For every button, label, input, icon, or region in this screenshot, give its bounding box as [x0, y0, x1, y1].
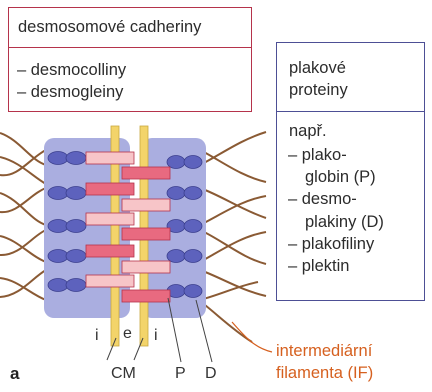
- oval-right: [184, 220, 202, 233]
- filament-right: [200, 188, 266, 218]
- oval-left: [66, 187, 86, 200]
- filament-right: [200, 150, 266, 182]
- cadherin-bar: [122, 199, 170, 211]
- label-if-line1: intermediární: [276, 342, 372, 361]
- label-cm: CM: [111, 365, 136, 383]
- oval-left: [48, 250, 68, 263]
- label-d: D: [205, 365, 217, 383]
- cadherin-bar: [86, 245, 134, 257]
- cadherin-bar: [122, 261, 170, 273]
- label-if-line2: filamenta (IF): [276, 364, 373, 383]
- filament-right: [200, 232, 266, 262]
- filament-left: [0, 270, 46, 297]
- cadherin-bar: [86, 213, 134, 225]
- cadherin-bar: [86, 183, 134, 195]
- oval-left: [66, 250, 86, 263]
- label-p: P: [175, 365, 186, 383]
- filament-right: [200, 132, 266, 165]
- filament-left: [0, 236, 46, 262]
- oval-left: [48, 220, 68, 233]
- oval-left: [48, 187, 68, 200]
- oval-right: [167, 187, 185, 200]
- label-i-left: i: [95, 327, 99, 345]
- filament-left: [0, 230, 46, 255]
- oval-left: [48, 279, 68, 292]
- oval-right: [184, 187, 202, 200]
- cadherin-bar: [86, 152, 134, 164]
- filament-left: [0, 193, 46, 225]
- cadherin-bar: [122, 228, 170, 240]
- panel-label: a: [10, 364, 19, 384]
- oval-left: [66, 220, 86, 233]
- oval-left: [66, 279, 86, 292]
- oval-right: [184, 156, 202, 169]
- label-i-right: i: [154, 327, 158, 345]
- cadherin-bar: [86, 275, 134, 287]
- oval-left: [66, 152, 86, 165]
- leader-cm-right: [134, 338, 143, 360]
- oval-left: [48, 152, 68, 165]
- oval-right: [167, 250, 185, 263]
- oval-right: [167, 156, 185, 169]
- oval-right: [184, 285, 202, 298]
- label-e: e: [123, 325, 132, 343]
- oval-right: [184, 250, 202, 263]
- cadherin-bar: [122, 167, 170, 179]
- leader-if: [232, 322, 272, 352]
- filament-right: [200, 196, 266, 225]
- cadherin-bar: [122, 290, 170, 302]
